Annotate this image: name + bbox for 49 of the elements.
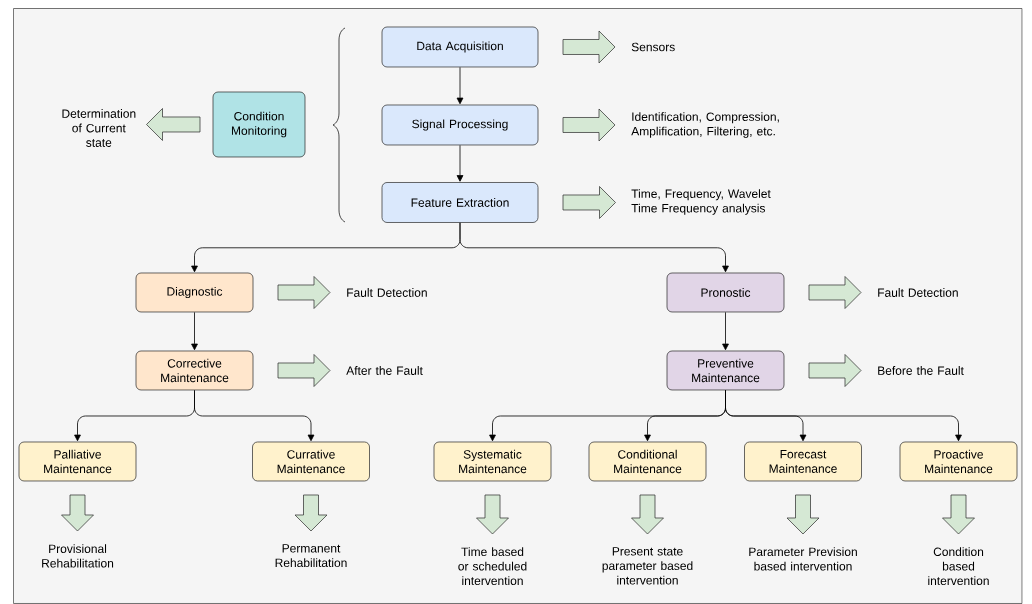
result-text: Before the Fault xyxy=(878,366,964,375)
process-box: Forecast Maintenance xyxy=(744,441,862,482)
block-arrow xyxy=(942,494,975,535)
process-box: Feature Extraction xyxy=(381,182,539,223)
result-text: After the Fault xyxy=(346,366,423,375)
block-arrow xyxy=(61,494,94,532)
process-box: Diagnostic xyxy=(135,272,254,313)
process-box: Currative Maintenance xyxy=(252,441,370,482)
arrow xyxy=(725,389,962,442)
block-arrow xyxy=(786,494,820,535)
arrow xyxy=(459,222,729,273)
result-text: Sensors xyxy=(631,42,675,52)
process-box: Conditional Maintenance xyxy=(588,441,707,482)
arrow xyxy=(191,311,198,351)
result-text: Present state parameter based intervention xyxy=(602,547,693,585)
block-arrow xyxy=(277,354,331,387)
block-arrow xyxy=(808,354,862,387)
result-text: Time, Frequency, Wavelet Time Frequency analysis xyxy=(631,189,771,215)
result-text: Provisional Rehabilitation xyxy=(42,544,114,568)
block-arrow xyxy=(277,276,331,309)
block-arrow xyxy=(631,494,664,535)
process-box: Preventive Maintenance xyxy=(666,350,785,391)
result-text: Parameter Prevision based intervention xyxy=(749,547,857,571)
block-arrow xyxy=(808,276,862,309)
result-text: Determination of Current state xyxy=(62,109,136,147)
result-text: Condition based intervention xyxy=(928,547,989,585)
process-box: Data Acquisition xyxy=(381,26,539,68)
result-text: Fault Detection xyxy=(347,288,427,297)
block-arrow xyxy=(562,186,616,219)
result-text: Identification, Compression, Amplification, Filtering, etc. xyxy=(631,112,779,138)
process-box: Corrective Maintenance xyxy=(135,350,254,391)
block-arrow xyxy=(146,108,201,141)
process-box: Proactive Maintenance xyxy=(899,441,1018,482)
block-arrow xyxy=(476,494,509,535)
block-arrow xyxy=(562,30,616,64)
arrow xyxy=(456,144,464,182)
block-arrow xyxy=(562,108,616,142)
result-text: Time based or scheduled intervention xyxy=(458,547,527,585)
block-arrow xyxy=(294,494,328,532)
arrow xyxy=(456,66,464,105)
process-box: Condition Monitoring xyxy=(212,91,306,158)
result-text: Fault Detection xyxy=(878,288,958,297)
process-box: Systematic Maintenance xyxy=(433,441,552,482)
result-text: Permanent Rehabilitation xyxy=(275,544,347,568)
process-box: Pronostic xyxy=(666,272,785,313)
process-box: Palliative Maintenance xyxy=(18,441,137,482)
arrow xyxy=(194,389,315,442)
arrow xyxy=(722,311,729,351)
process-box: Signal Processing xyxy=(381,104,539,146)
